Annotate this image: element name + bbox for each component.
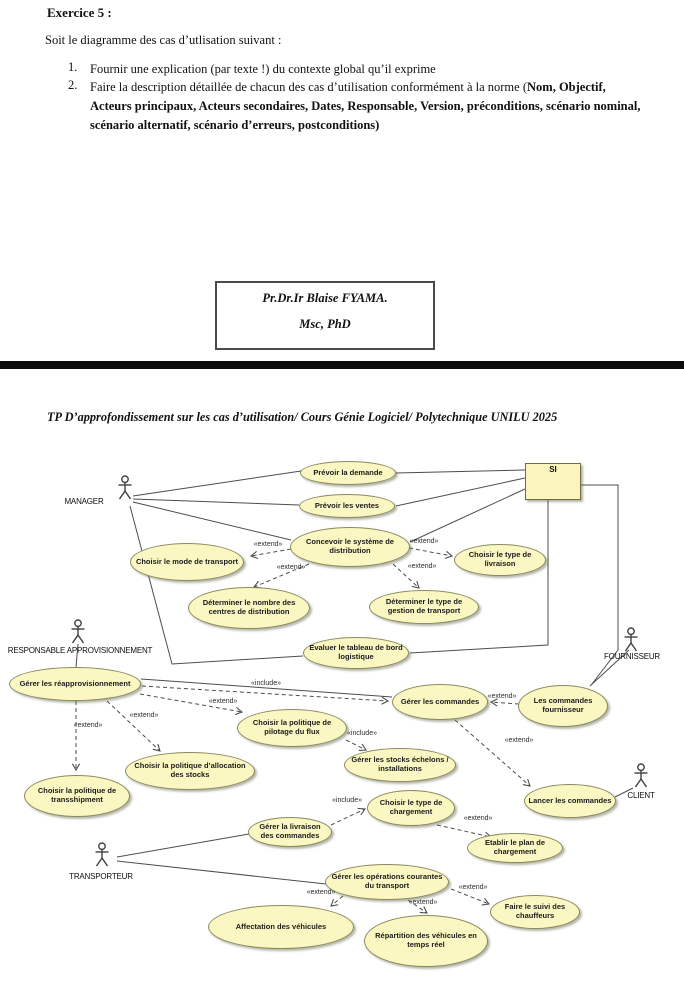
association-line xyxy=(140,678,393,698)
list-item-1-number: 1. xyxy=(68,60,78,74)
actor-icon-manager xyxy=(118,475,132,500)
edge-stereotype-label: «extend» xyxy=(73,722,103,729)
exercise-title: Exercice 5 : xyxy=(47,5,112,20)
actor-icon-transporteur xyxy=(95,842,109,867)
edge-stereotype-label: «extend» xyxy=(276,564,306,571)
dependency-line xyxy=(436,824,493,840)
author-degree: Msc, PhD xyxy=(299,317,351,331)
actor-label-fournisseur: FOURNISSEUR xyxy=(603,652,661,661)
list-item-2-bold: Nom, Objectif, Acteurs principaux, Acteu… xyxy=(90,80,641,132)
association-line xyxy=(132,501,292,541)
use-case-ellipse: Déterminer le type de gestion de transpo… xyxy=(369,590,479,624)
association-line xyxy=(409,500,549,654)
edge-stereotype-label: «include» xyxy=(251,680,281,687)
edge-stereotype-label: «extend» xyxy=(409,538,439,545)
edge-stereotype-label: «extend» xyxy=(458,884,488,891)
association-line xyxy=(589,649,630,687)
association-line xyxy=(409,488,526,543)
use-case-ellipse: Gérer les commandes xyxy=(392,684,488,720)
edge-stereotype-label: «extend» xyxy=(487,693,517,700)
dependency-line xyxy=(345,739,367,751)
association-line xyxy=(395,477,526,507)
use-case-ellipse: Prévoir les ventes xyxy=(299,494,395,518)
list-item-1: Fournir une explication (par texte !) du… xyxy=(90,62,436,76)
edge-stereotype-label: «extend» xyxy=(407,563,437,570)
use-case-ellipse: Choisir le type de livraison xyxy=(454,544,546,576)
list-item-2: Faire la description détaillée de chacun… xyxy=(90,78,646,135)
association-line xyxy=(614,787,634,798)
dependency-line xyxy=(392,563,420,589)
use-case-ellipse: Les commandes fournisseur xyxy=(518,685,608,727)
edge-stereotype-label: «extend» xyxy=(129,712,159,719)
association-line xyxy=(132,498,300,506)
intro-text: Soit le diagramme des cas d’utlisation s… xyxy=(45,33,282,47)
use-case-ellipse: Gérer les opérations courantes du transp… xyxy=(325,864,449,900)
edge-stereotype-label: «extend» xyxy=(463,815,493,822)
actor-icon-client xyxy=(634,763,648,788)
use-case-ellipse: Choisir le type de chargement xyxy=(367,790,455,826)
edge-stereotype-label: «extend» xyxy=(408,899,438,906)
edge-stereotype-label: «include» xyxy=(332,797,362,804)
association-line xyxy=(581,484,619,685)
use-case-ellipse: Affectation des véhicules xyxy=(208,905,354,949)
dependency-line xyxy=(407,899,428,914)
actor-icon-fournisseur xyxy=(624,627,638,652)
dependency-line xyxy=(330,895,344,907)
system-box xyxy=(525,463,581,500)
use-case-ellipse: Etablir le plan de chargement xyxy=(467,833,563,863)
association-line xyxy=(395,469,526,474)
use-case-ellipse: Lancer les commandes xyxy=(524,784,616,818)
edge-stereotype-label: «include» xyxy=(347,730,377,737)
author-name: Pr.Dr.Ir Blaise FYAMA. xyxy=(262,291,388,305)
actor-label-responsable-approvisionnement: RESPONSABLE APPROVISIONNEMENT xyxy=(7,646,153,655)
use-case-ellipse: Choisir la politique d’allocation des st… xyxy=(125,752,255,790)
dependency-line xyxy=(330,807,366,826)
association-line xyxy=(129,505,304,665)
use-case-ellipse: Gérer la livraison des commandes xyxy=(248,817,332,847)
course-heading: TP D’approfondissement sur les cas d’uti… xyxy=(47,410,558,424)
use-case-ellipse: Concevoir le système de distribution xyxy=(290,527,410,567)
use-case-ellipse: Faire le suivi des chauffeurs xyxy=(490,895,580,929)
use-case-ellipse: Choisir le mode de transport xyxy=(130,543,244,581)
dependency-line xyxy=(141,685,390,705)
edge-stereotype-label: «extend» xyxy=(306,889,336,896)
use-case-ellipse: Prévoir la demande xyxy=(300,461,396,485)
dependency-line xyxy=(408,547,454,559)
dependency-line xyxy=(489,698,520,707)
list-item-2-normal: Faire la description détaillée de chacun… xyxy=(90,80,527,94)
dependency-line xyxy=(139,693,244,715)
use-case-ellipse: Répartition des véhicules en temps réel xyxy=(364,915,488,967)
use-case-ellipse: Evaluer le tableau de bord logistique xyxy=(303,637,409,669)
dependency-line xyxy=(450,888,491,906)
actor-label-manager: MANAGER xyxy=(64,497,104,506)
edge-stereotype-label: «extend» xyxy=(504,737,534,744)
author-box: Pr.Dr.Ir Blaise FYAMA. Msc, PhD xyxy=(215,281,435,350)
dependency-line xyxy=(106,700,161,752)
actor-label-transporteur: TRANSPORTEUR xyxy=(69,872,133,881)
use-case-ellipse: Choisir la politique de transshipment xyxy=(24,775,130,817)
use-case-ellipse: Gérer les réapprovisionnement xyxy=(9,667,141,701)
association-line xyxy=(132,470,302,497)
dependency-line xyxy=(249,548,292,559)
use-case-ellipse: Déterminer le nombre des centres de dist… xyxy=(188,587,310,629)
edge-stereotype-label: «extend» xyxy=(208,698,238,705)
actor-icon-responsable-approvisionnement xyxy=(71,619,85,644)
edge-stereotype-label: «extend» xyxy=(253,541,283,548)
dependency-line xyxy=(454,719,531,787)
use-case-ellipse: Choisir la politique de pilotage du flux xyxy=(237,709,347,747)
actor-label-client: CLIENT xyxy=(627,791,655,800)
list-item-2-number: 2. xyxy=(68,78,78,92)
use-case-ellipse: Gérer les stocks échelons / installation… xyxy=(344,748,456,782)
association-line xyxy=(75,643,79,668)
association-line xyxy=(116,833,250,858)
dependency-line xyxy=(252,563,310,589)
page-divider xyxy=(0,361,684,369)
system-box-label: SI xyxy=(549,465,557,474)
association-line xyxy=(116,860,327,885)
